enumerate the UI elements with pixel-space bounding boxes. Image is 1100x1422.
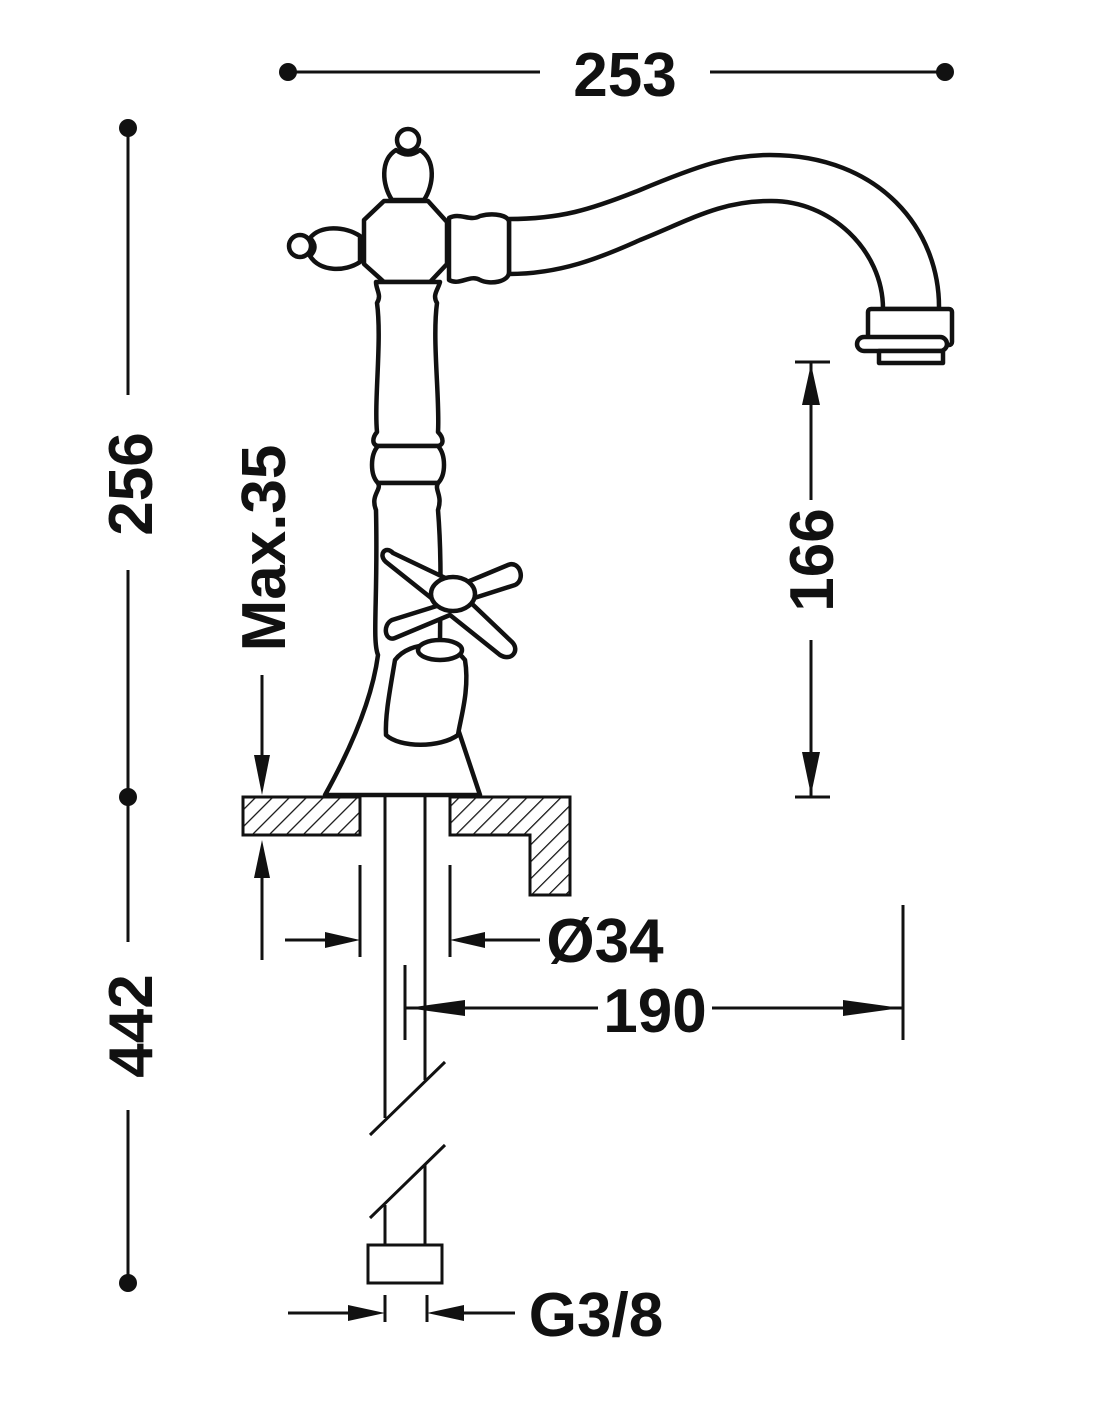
height-label: 256	[97, 432, 166, 535]
thread-label: G3/8	[529, 1281, 663, 1350]
hose-length-label: 442	[97, 974, 166, 1077]
faucet-drawing	[286, 126, 955, 798]
spout-reach-dimension: 190	[403, 905, 905, 1046]
spout-reach-label: 190	[603, 977, 706, 1046]
supply-hose	[366, 797, 447, 1285]
counter-thickness-dimension: Max.35	[230, 445, 299, 960]
thread-dimension: G3/8	[288, 1281, 663, 1350]
connector-nut	[366, 1243, 444, 1285]
height-dimension: 256 442	[97, 119, 166, 1292]
hole-diameter-label: Ø34	[546, 907, 664, 976]
width-dimension: 253	[279, 41, 954, 110]
max-thickness-label: Max.35	[230, 445, 299, 652]
width-label: 253	[573, 41, 676, 110]
countertop	[241, 795, 572, 897]
hole-diameter-dimension: Ø34	[285, 865, 664, 976]
spout-height-dimension: 166	[778, 360, 847, 799]
spout-height-label: 166	[778, 508, 847, 611]
